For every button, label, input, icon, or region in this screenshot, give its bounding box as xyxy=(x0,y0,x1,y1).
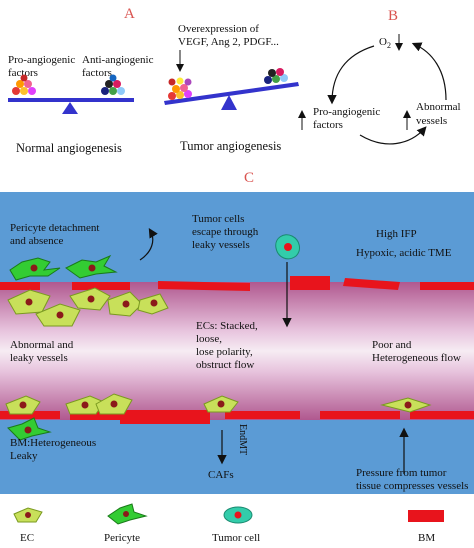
pericyte-cell xyxy=(7,417,52,441)
pressure-label-1: Pressure from tumor xyxy=(356,467,447,479)
normal-angiogenesis-caption: Normal angiogenesis xyxy=(16,141,122,155)
tme-label: Hypoxic, acidic TME xyxy=(356,247,452,259)
ec-cell xyxy=(380,397,432,413)
legend-bm-label: BM xyxy=(418,532,435,544)
normal-fulcrum xyxy=(62,102,78,114)
ecs-label-4: obstruct flow xyxy=(196,359,254,371)
ecs-label-1: ECs: Stacked, xyxy=(196,320,258,332)
legend-ec-icon xyxy=(13,507,43,523)
legend-pericyte-label: Pericyte xyxy=(104,532,140,544)
pro-factors-balls xyxy=(12,74,36,95)
legend-tumor-cell-icon xyxy=(223,506,253,524)
endothelial-cells-lower xyxy=(5,393,432,415)
endothelial-cells-upper xyxy=(7,287,169,327)
panel-b-label: B xyxy=(388,8,398,24)
cycle-arrow-bottom xyxy=(359,126,427,145)
tumor-beam xyxy=(164,82,299,105)
tumor-seesaw: Overexpression of VEGF, Ang 2, PDGF... T… xyxy=(164,23,299,153)
pro-angiogenic-label: Pro-angiogenic xyxy=(8,54,75,66)
tumor-angiogenesis-caption: Tumor angiogenesis xyxy=(180,139,281,153)
detachment-arrow xyxy=(139,227,158,261)
legend-bm-icon xyxy=(408,510,444,522)
ec-cell xyxy=(107,291,143,317)
legend-tumor-cell-label: Tumor cell xyxy=(212,532,260,544)
pericyte-absence-label: and absence xyxy=(10,235,64,247)
cycle-abnormal-label-2: vessels xyxy=(416,115,447,127)
ec-cell xyxy=(65,395,105,415)
anti-angiogenic-label: Anti-angiogenic xyxy=(82,54,154,66)
ec-cell xyxy=(35,303,81,327)
ec-cell xyxy=(7,289,51,315)
ecs-label-3: lose polarity, xyxy=(196,346,253,358)
pro-angiogenic-label-2: factors xyxy=(8,67,38,79)
legend: EC Pericyte Tumor cell BM xyxy=(13,503,444,544)
cafs-label: CAFs xyxy=(208,469,234,481)
ec-cell xyxy=(203,395,239,413)
cycle-arrow-right xyxy=(411,42,447,101)
pericyte-cell xyxy=(9,257,61,281)
escape-label-2: escape through xyxy=(192,226,259,238)
pericytes xyxy=(7,254,118,441)
abnormal-leaky-label-1: Abnormal and xyxy=(10,339,74,351)
abnormal-leaky-label-2: leaky vessels xyxy=(10,352,68,364)
cycle-pro-label: Pro-angiogenic xyxy=(313,106,380,118)
flow-label-2: Heterogeneous flow xyxy=(372,352,461,364)
escape-label-3: leaky vessels xyxy=(192,239,250,251)
cycle-pro-label-2: factors xyxy=(313,119,343,131)
ecs-label-2: loose, xyxy=(196,333,222,345)
vicious-cycle: O2 Pro-angiogenic factors Abnormal vesse… xyxy=(298,34,461,145)
bm-hetero-label: BM:Heterogeneous xyxy=(10,437,96,449)
anti-factors-balls xyxy=(101,74,125,95)
tumor-cell xyxy=(275,234,300,260)
normal-seesaw: Pro-angiogenic factors Anti-angiogenic f… xyxy=(8,54,154,155)
endmt-label: EndMT xyxy=(237,424,248,455)
bm-upper xyxy=(0,276,474,291)
bm-leaky-label: Leaky xyxy=(10,450,38,462)
growth-factors-label: VEGF, Ang 2, PDGF... xyxy=(178,36,279,48)
panel-a-label: A xyxy=(124,6,135,22)
ec-cell xyxy=(5,395,41,415)
flow-label-1: Poor and xyxy=(372,339,412,351)
ec-cell xyxy=(95,393,133,415)
tumor-fulcrum xyxy=(221,95,237,110)
pericyte-detachment-label: Pericyte detachment xyxy=(10,222,100,234)
pericyte-cell xyxy=(65,254,118,279)
panel-c-label: C xyxy=(244,170,254,186)
tumor-pro-balls xyxy=(168,77,192,100)
o2-label: O2 xyxy=(379,36,391,50)
overexpression-label: Overexpression of xyxy=(178,23,259,35)
normal-beam xyxy=(8,98,134,102)
ec-cell xyxy=(69,287,111,311)
anti-angiogenic-label-2: factors xyxy=(82,67,112,79)
escape-label-1: Tumor cells xyxy=(192,213,244,225)
pressure-label-2: tissue compresses vessels xyxy=(356,480,468,492)
high-ifp-label: High IFP xyxy=(376,228,417,240)
cycle-arrow-left xyxy=(327,45,375,105)
legend-pericyte-icon xyxy=(107,503,148,525)
tumor-anti-balls xyxy=(264,68,288,84)
ec-cell xyxy=(137,293,169,315)
legend-ec-label: EC xyxy=(20,532,34,544)
cycle-abnormal-label: Abnormal xyxy=(416,101,461,113)
